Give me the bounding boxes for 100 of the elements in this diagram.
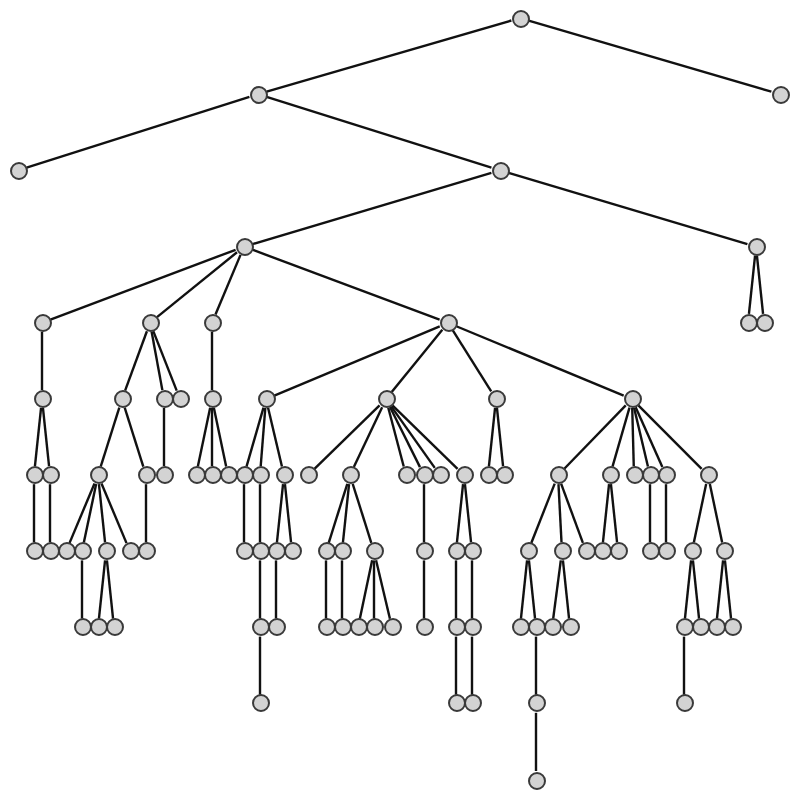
connector-line [259, 407, 267, 467]
tree-node [41, 466, 59, 485]
connector-line [747, 255, 757, 314]
connector-line [258, 560, 262, 619]
tree-node [121, 542, 139, 561]
tree-node [25, 466, 43, 485]
tree-node [283, 542, 301, 561]
tree-node [57, 542, 75, 561]
connector-line [631, 407, 635, 467]
connector-line [530, 483, 556, 544]
tree-node [511, 618, 529, 637]
tree-node [415, 542, 433, 561]
tree-node [187, 466, 205, 485]
connector-line [691, 560, 701, 619]
connector-line [80, 560, 84, 619]
tree-node [739, 313, 757, 332]
connector-line [210, 331, 214, 390]
connector-line [664, 484, 668, 543]
tree-node [463, 618, 481, 637]
tree-node [155, 390, 173, 408]
connector-line [40, 331, 44, 390]
connector-line [123, 330, 149, 391]
connector-line [527, 560, 537, 619]
connector-line [150, 331, 164, 391]
connector-line [374, 559, 392, 620]
tree-node [113, 390, 131, 408]
tree-node [333, 542, 351, 561]
tree-node [601, 466, 619, 485]
tree-node [641, 466, 659, 485]
tree-node [267, 618, 285, 637]
connector-line [422, 560, 426, 619]
tree-node [447, 542, 465, 561]
tree-node [203, 313, 221, 332]
connector-line [275, 484, 285, 543]
connector-line [388, 406, 422, 468]
tree-node [463, 542, 481, 561]
connector-line [387, 407, 405, 467]
connector-line [123, 407, 145, 467]
connector-line [454, 636, 458, 695]
tree-node [219, 466, 237, 485]
tree-node [641, 542, 659, 561]
tree-node [349, 618, 367, 637]
tree-node [235, 237, 253, 256]
tree-node [527, 771, 545, 789]
connector-line [156, 251, 238, 319]
connector-line [105, 560, 115, 619]
tree-node [257, 390, 275, 408]
tree-node [137, 466, 155, 485]
tree-node [577, 542, 595, 561]
connector-line [455, 484, 465, 543]
connector-line [495, 407, 505, 467]
tree-node [267, 542, 285, 561]
tree-node [553, 542, 571, 561]
tree-node [251, 542, 269, 561]
tree-node [137, 542, 155, 561]
tree-node [463, 694, 481, 713]
tree-node [235, 466, 253, 485]
tree-node [33, 390, 51, 408]
connector-line [266, 407, 284, 467]
connector-line [563, 404, 627, 470]
connector-line [97, 560, 107, 619]
connector-line [683, 560, 693, 619]
tree-node [171, 390, 189, 408]
connector-line [32, 484, 36, 543]
connector-line [266, 19, 512, 93]
tree-node [155, 466, 173, 485]
connector-line [358, 559, 374, 620]
tree-node [105, 618, 123, 637]
tree-node [439, 313, 457, 332]
tree-node [543, 618, 561, 637]
connector-line [252, 171, 492, 246]
tree-node [657, 542, 675, 561]
tree-node [657, 466, 675, 485]
connector-line [152, 330, 178, 392]
tree-node [25, 542, 43, 561]
connector-line [214, 254, 242, 315]
tree-node [251, 466, 269, 485]
connector-line [266, 95, 492, 169]
connector-line [470, 636, 474, 695]
connector-line [340, 560, 344, 619]
tree-node [317, 542, 335, 561]
tree-node [203, 466, 221, 485]
connector-line [422, 484, 426, 543]
tree-node [415, 466, 433, 485]
connector-line [634, 406, 664, 468]
tree-node [455, 466, 473, 485]
connector-line [48, 484, 52, 543]
connector-line [723, 560, 733, 619]
connector-line [100, 483, 128, 544]
tree-node [89, 618, 107, 637]
tree-node [41, 542, 59, 561]
connector-line [283, 484, 293, 543]
connector-line [463, 484, 473, 543]
connector-line [274, 560, 278, 619]
connector-line [372, 560, 376, 619]
tree-node [73, 618, 91, 637]
connector-line [487, 407, 497, 467]
connector-line [41, 407, 51, 467]
connector-line [455, 325, 625, 397]
connector-line [470, 560, 474, 619]
